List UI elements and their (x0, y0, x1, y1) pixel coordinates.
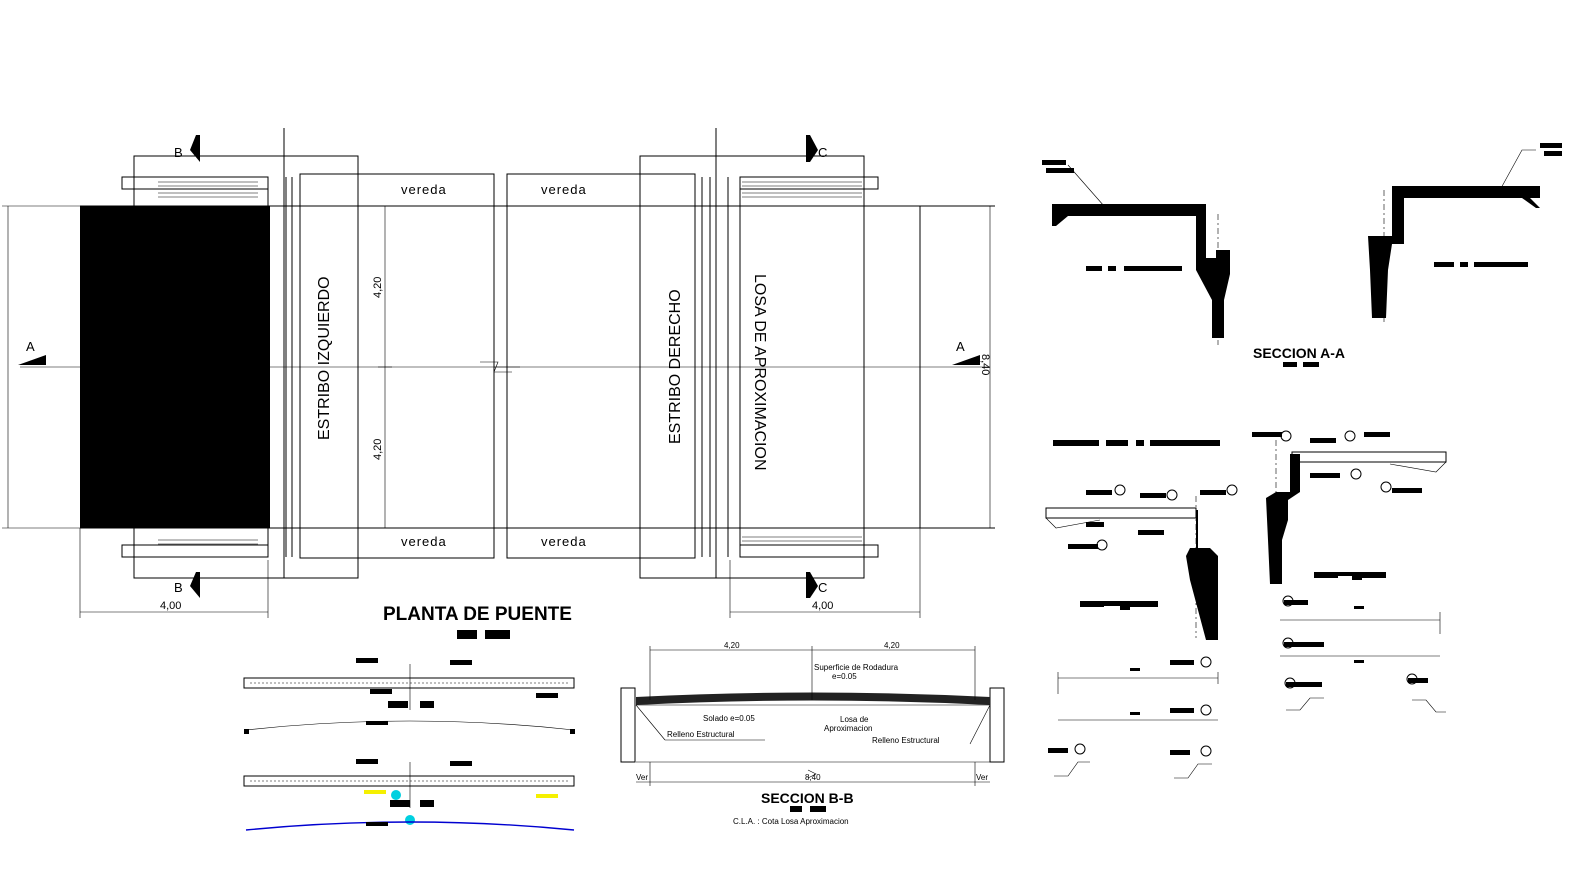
left-abutment-label: ESTRIBO IZQUIERDO (316, 276, 333, 440)
slab-details (243, 658, 575, 831)
detail-sections (1045, 430, 1447, 779)
section-aa: SECCION A-A (1042, 143, 1562, 367)
bb-surface: Superficie de Rodadura (814, 663, 899, 672)
cut-label-c-top: C (818, 145, 828, 160)
cut-label-b-bottom: B (174, 580, 184, 595)
section-bb: 4,20 4,20 Superficie de Rodadura e=0.05 … (620, 641, 1005, 826)
dim-length-left: 4,00 (160, 600, 181, 612)
right-abutment-label: ESTRIBO DERECHO (667, 289, 684, 444)
dim-half-width-top: 4,20 (372, 277, 384, 298)
dim-total-width: 8,40 (979, 354, 991, 375)
approach-slab-label: LOSA DE APROXIMACION (751, 274, 768, 471)
bb-dim-left: 4,20 (724, 641, 740, 650)
bb-aprox: Aproximacion (824, 724, 872, 733)
sidewalk-label-1: vereda (401, 182, 447, 197)
plan-title: PLANTA DE PUENTE (383, 604, 572, 625)
bridge-plan: B B C C A A vereda vereda vereda vereda … (2, 128, 995, 639)
bb-solado: Solado e=0.05 (703, 714, 755, 723)
bb-ver-right: Ver (976, 773, 988, 782)
cut-label-c-bottom: C (818, 580, 828, 595)
section-bb-title: SECCION B-B (761, 790, 854, 806)
bb-losa: Losa de (840, 715, 869, 724)
section-aa-title: SECCION A-A (1253, 345, 1345, 361)
sidewalk-label-4: vereda (541, 534, 587, 549)
cut-label-a-left: A (26, 339, 36, 354)
bb-relleno-right: Relleno Estructural (872, 736, 940, 745)
sidewalk-label-3: vereda (401, 534, 447, 549)
dim-half-width-bottom: 4,20 (372, 439, 384, 460)
bb-ver-left: Ver (636, 773, 648, 782)
bb-note: C.L.A. : Cota Losa Aproximacion (733, 817, 849, 826)
bb-dim-total: 8,40 (805, 773, 821, 782)
dim-length-right: 4,00 (812, 600, 833, 612)
bb-relleno-left: Relleno Estructural (667, 730, 735, 739)
cut-label-b-top: B (174, 145, 184, 160)
sidewalk-label-2: vereda (541, 182, 587, 197)
bb-dim-right: 4,20 (884, 641, 900, 650)
cut-label-a-right: A (956, 339, 966, 354)
bb-surface-thk: e=0.05 (832, 672, 857, 681)
